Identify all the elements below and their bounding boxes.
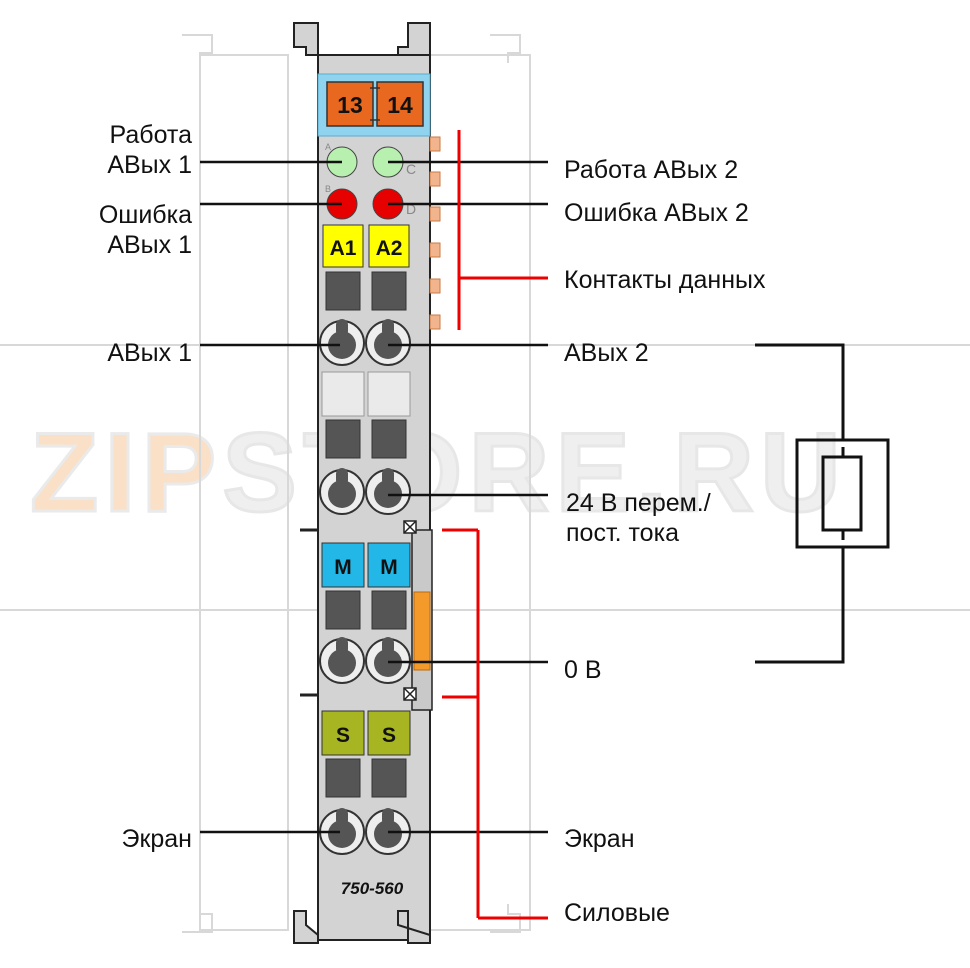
label-out2: АВых 2 — [564, 339, 649, 367]
slot-a2-label: A2 — [376, 237, 403, 260]
spring-clamp-1-0 — [319, 468, 365, 515]
led-letter-a: A — [325, 142, 331, 152]
label-shield-right: Экран — [564, 825, 635, 853]
label-run-out2: Работа АВых 2 — [564, 156, 739, 184]
label-err-out1-line1: Ошибка — [98, 201, 192, 229]
label-out1: АВых 1 — [107, 339, 192, 367]
spring-clamp-3-0 — [319, 808, 365, 855]
label-err-out1: Ошибка АВых 1 — [60, 200, 192, 260]
spring-clamp-3-1 — [365, 808, 411, 855]
spring-clamp-0-0 — [319, 319, 365, 366]
label-supply-line2: пост. тока — [566, 519, 679, 547]
spring-clamps — [319, 319, 411, 855]
led-letter-c: C — [406, 161, 416, 177]
load-resistor — [821, 455, 863, 532]
model-number: 750-560 — [341, 879, 404, 898]
leader-lines — [200, 160, 548, 834]
load-circuit — [755, 343, 890, 664]
spring-clamp-2-1 — [365, 637, 411, 684]
label-supply: 24 В перем./ пост. тока — [566, 488, 711, 548]
spring-clamp-0-1 — [365, 319, 411, 366]
watermark-part-1: ZIP — [28, 410, 223, 535]
terminal-14-label: 14 — [387, 92, 413, 118]
label-err-out1-line2: АВых 1 — [107, 231, 192, 259]
slot-s-right-label: S — [382, 724, 396, 747]
section-outputs: A1 A2 — [322, 224, 410, 311]
slot-m-left-label: M — [334, 556, 352, 579]
label-err-out2: Ошибка АВых 2 — [564, 199, 749, 227]
section-supply — [321, 371, 411, 459]
label-power: Силовые — [564, 899, 670, 927]
slot-a1-label: A1 — [330, 237, 357, 260]
red-brackets — [442, 130, 548, 920]
label-shield-left: Экран — [121, 825, 192, 853]
led-letter-d: D — [406, 201, 416, 217]
label-run-out1: Работа АВых 1 — [80, 120, 192, 180]
terminal-header: 13 14 — [317, 73, 431, 137]
spring-clamp-2-0 — [319, 637, 365, 684]
terminal-13-label: 13 — [337, 92, 363, 118]
label-run-out1-line2: АВых 1 — [107, 151, 192, 179]
section-zero: M M — [321, 542, 411, 630]
label-supply-line1: 24 В перем./ — [566, 489, 711, 517]
label-data-contacts: Контакты данных — [564, 266, 766, 294]
label-zero-v: 0 В — [564, 656, 602, 684]
slot-s-left-label: S — [336, 724, 350, 747]
section-shield: S S — [321, 710, 411, 798]
led-letter-b: B — [325, 184, 331, 194]
label-run-out1-line1: Работа — [109, 121, 193, 149]
slot-m-right-label: M — [380, 556, 398, 579]
